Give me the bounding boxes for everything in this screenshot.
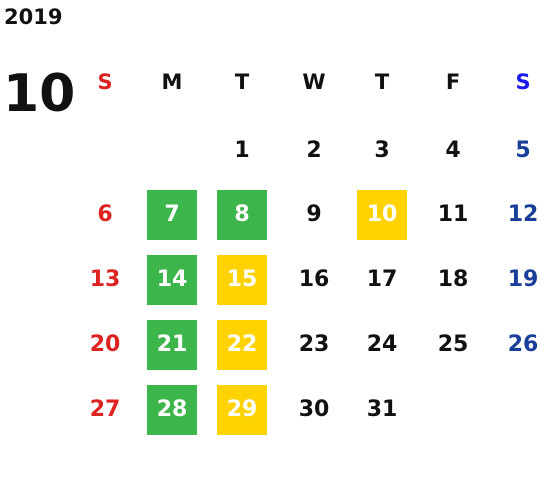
weekday-header-sat: S — [515, 70, 531, 94]
day-cell-5[interactable]: 5 — [515, 138, 531, 163]
day-cell-15[interactable]: 15 — [217, 255, 267, 305]
month-number: 10 — [3, 64, 76, 124]
day-cell-8[interactable]: 8 — [217, 190, 267, 240]
day-cell-12[interactable]: 12 — [507, 202, 539, 227]
day-cell-30[interactable]: 30 — [298, 397, 330, 422]
day-cell-17[interactable]: 17 — [366, 267, 398, 292]
day-cell-4[interactable]: 4 — [445, 138, 461, 163]
weekday-header-sun: S — [97, 70, 113, 94]
day-cell-23[interactable]: 23 — [298, 332, 330, 357]
day-cell-27[interactable]: 27 — [89, 397, 121, 422]
day-cell-10[interactable]: 10 — [357, 190, 407, 240]
day-cell-21[interactable]: 21 — [147, 320, 197, 370]
weekday-header-wed: W — [302, 70, 326, 94]
day-cell-18[interactable]: 18 — [437, 267, 469, 292]
day-cell-26[interactable]: 26 — [507, 332, 539, 357]
weekday-header-mon: M — [161, 70, 183, 94]
day-cell-3[interactable]: 3 — [374, 138, 390, 163]
day-cell-24[interactable]: 24 — [366, 332, 398, 357]
day-cell-22[interactable]: 22 — [217, 320, 267, 370]
day-cell-29[interactable]: 29 — [217, 385, 267, 435]
weekday-header-tue: T — [234, 70, 250, 94]
day-cell-2[interactable]: 2 — [306, 138, 322, 163]
day-cell-31[interactable]: 31 — [366, 397, 398, 422]
day-cell-16[interactable]: 16 — [298, 267, 330, 292]
weekday-header-fri: F — [445, 70, 461, 94]
weekday-header-thu: T — [374, 70, 390, 94]
day-cell-13[interactable]: 13 — [89, 267, 121, 292]
day-cell-14[interactable]: 14 — [147, 255, 197, 305]
day-cell-9[interactable]: 9 — [306, 202, 322, 227]
day-cell-7[interactable]: 7 — [147, 190, 197, 240]
day-cell-20[interactable]: 20 — [89, 332, 121, 357]
year-label: 2019 — [4, 5, 63, 29]
day-cell-28[interactable]: 28 — [147, 385, 197, 435]
day-cell-11[interactable]: 11 — [437, 202, 469, 227]
day-cell-19[interactable]: 19 — [507, 267, 539, 292]
day-cell-25[interactable]: 25 — [437, 332, 469, 357]
day-cell-1[interactable]: 1 — [234, 138, 250, 163]
day-cell-6[interactable]: 6 — [97, 202, 113, 227]
